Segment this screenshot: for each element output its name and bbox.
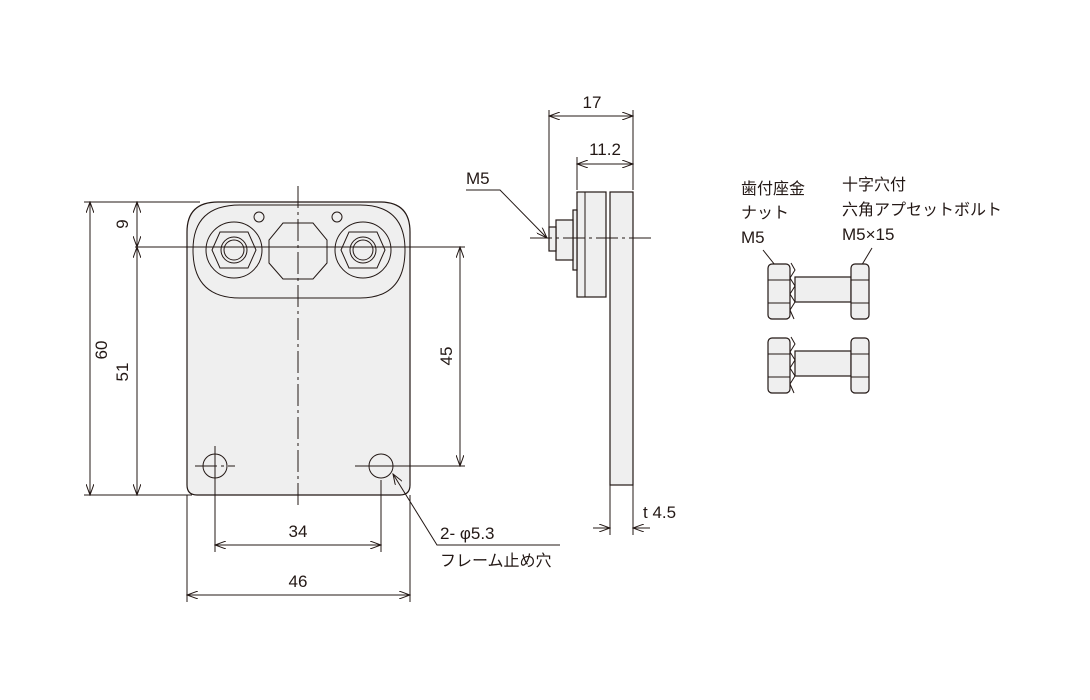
dim-45: 45 [437, 347, 456, 366]
nut-right [334, 221, 392, 279]
dim-46: 46 [289, 572, 308, 591]
small-hole [253, 211, 265, 223]
thread-label: M5 [466, 169, 490, 188]
nut-label-1: 歯付座金 [741, 179, 805, 198]
hole-callout: 2- φ5.3 [440, 524, 495, 543]
nut-label-2: ナット [741, 203, 789, 222]
small-hole [331, 211, 343, 223]
side-plate [609, 191, 634, 486]
side-view: 17 11.2 M5 t 4.5 [466, 93, 676, 535]
front-view: 60 9 51 45 34 46 2- φ5.3 フレーム止め穴 [84, 186, 560, 602]
dim-9: 9 [113, 219, 132, 228]
bracket-plate [186, 201, 411, 496]
bolt-label-1: 十字穴付 [842, 175, 906, 194]
bolt-label-2: 六角アプセットボルト [842, 200, 1002, 219]
nut-left [205, 221, 263, 279]
hole-callout-note: フレーム止め穴 [440, 551, 552, 570]
bolt-assembly [767, 262, 870, 320]
parts-view: 歯付座金 ナット M5 十字穴付 六角アプセットボルト M5×15 [741, 175, 1002, 394]
nut-label-3: M5 [741, 228, 765, 247]
side-block [576, 191, 607, 298]
side-nut [555, 219, 574, 261]
hex-hole [268, 222, 328, 280]
raised-boss-outline [192, 204, 406, 299]
thickness-label: t 4.5 [643, 503, 676, 522]
bolt-assembly [767, 336, 870, 394]
dim-34: 34 [289, 522, 308, 541]
bolt-label-3: M5×15 [842, 225, 894, 244]
dim-11-2: 11.2 [589, 140, 621, 159]
dim-51: 51 [113, 363, 132, 382]
dim-60: 60 [92, 341, 111, 360]
dim-17: 17 [583, 93, 602, 112]
